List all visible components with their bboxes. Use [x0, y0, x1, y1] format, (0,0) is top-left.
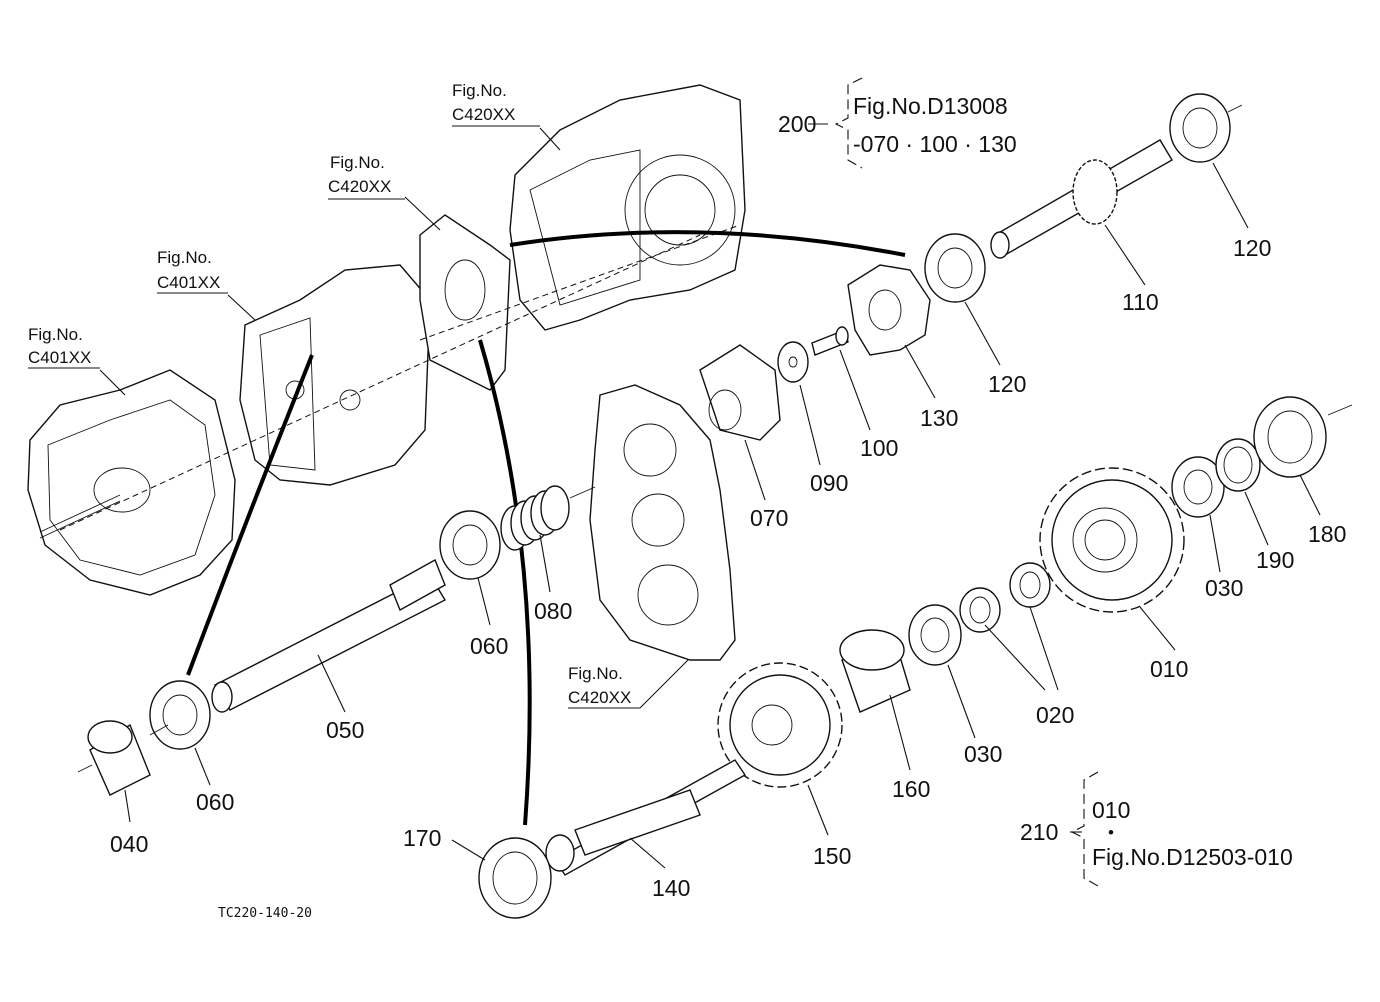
bolt-100 [811, 326, 849, 356]
washer-030-b [1171, 456, 1225, 518]
sleeve-040 [77, 720, 169, 796]
fig-ref-5-code: C420XX [568, 688, 631, 707]
callout-060-b: 060 [196, 789, 234, 815]
callout-150: 150 [813, 843, 851, 869]
callout-170: 170 [403, 825, 441, 851]
shaft-050 [211, 559, 446, 713]
callout-060-a: 060 [470, 633, 508, 659]
washer-090 [777, 341, 809, 383]
spring-080 [500, 485, 596, 551]
bearing-120-a [924, 233, 986, 303]
mid-case-plate [419, 214, 511, 391]
callout-010: 010 [1150, 656, 1188, 682]
callout-130: 130 [920, 405, 958, 431]
shaft-140 [545, 759, 747, 876]
fig-ref-4-prefix: Fig.No. [28, 325, 83, 344]
fig-ref-3-code: C401XX [157, 273, 220, 292]
bearing-060-b [149, 680, 211, 750]
fig-ref-1-code: C420XX [452, 105, 515, 124]
group-210-label: 210 [1020, 819, 1058, 845]
group-210-bullet: • [1108, 823, 1114, 842]
clutch-housing [27, 369, 236, 596]
fig-ref-2-code: C420XX [328, 177, 391, 196]
callout-020: 020 [1036, 702, 1074, 728]
callout-080: 080 [534, 598, 572, 624]
callout-070: 070 [750, 505, 788, 531]
group-200-line1: Fig.No.D13008 [853, 93, 1008, 119]
fig-ref-1-prefix: Fig.No. [452, 81, 507, 100]
ref-underlines [28, 125, 640, 709]
bearing-120-b [1169, 93, 1243, 163]
group-210-line1: 010 [1092, 797, 1130, 823]
callout-120-a: 120 [988, 371, 1026, 397]
gear-case-cover [589, 384, 736, 661]
bearing-020 [959, 562, 1051, 633]
callout-190: 190 [1256, 547, 1294, 573]
group-210-line2: Fig.No.D12503-010 [1092, 844, 1293, 870]
group-200-label: 200 [778, 111, 816, 137]
callout-040: 040 [110, 831, 148, 857]
callout-160: 160 [892, 776, 930, 802]
leader-lines [99, 123, 1321, 869]
drawing-code: TC220-140-20 [218, 906, 312, 921]
collar-160 [839, 629, 911, 713]
gear-010 [1039, 467, 1185, 613]
callout-030-b: 030 [1205, 575, 1243, 601]
brace-200 [834, 77, 863, 169]
callout-120-b: 120 [1233, 235, 1271, 261]
plate-130 [847, 264, 931, 356]
bearing-060-a [439, 510, 501, 580]
bearing-170 [478, 837, 552, 919]
shaft-110 [990, 139, 1173, 259]
callout-090: 090 [810, 470, 848, 496]
fig-ref-2-prefix: Fig.No. [330, 153, 385, 172]
fig-ref-4-code: C401XX [28, 348, 91, 367]
transmission-case-rear [509, 84, 746, 331]
cover-070 [699, 344, 781, 441]
callout-180: 180 [1308, 521, 1346, 547]
callout-110: 110 [1122, 289, 1159, 315]
gear-150 [717, 662, 843, 788]
callout-100: 100 [860, 435, 898, 461]
callout-050: 050 [326, 717, 364, 743]
bearing-180 [1253, 396, 1353, 478]
callout-030-a: 030 [964, 741, 1002, 767]
routing-arrows [186, 230, 906, 826]
brace-210 [1070, 771, 1099, 887]
fig-ref-3-prefix: Fig.No. [157, 248, 212, 267]
callout-140: 140 [652, 875, 690, 901]
group-200-line2: -070 · 100 · 130 [853, 131, 1017, 157]
fig-ref-5-prefix: Fig.No. [568, 664, 623, 683]
transmission-case-front [239, 264, 431, 486]
snap-ring-190 [1215, 438, 1261, 492]
washer-030-a [908, 604, 962, 666]
